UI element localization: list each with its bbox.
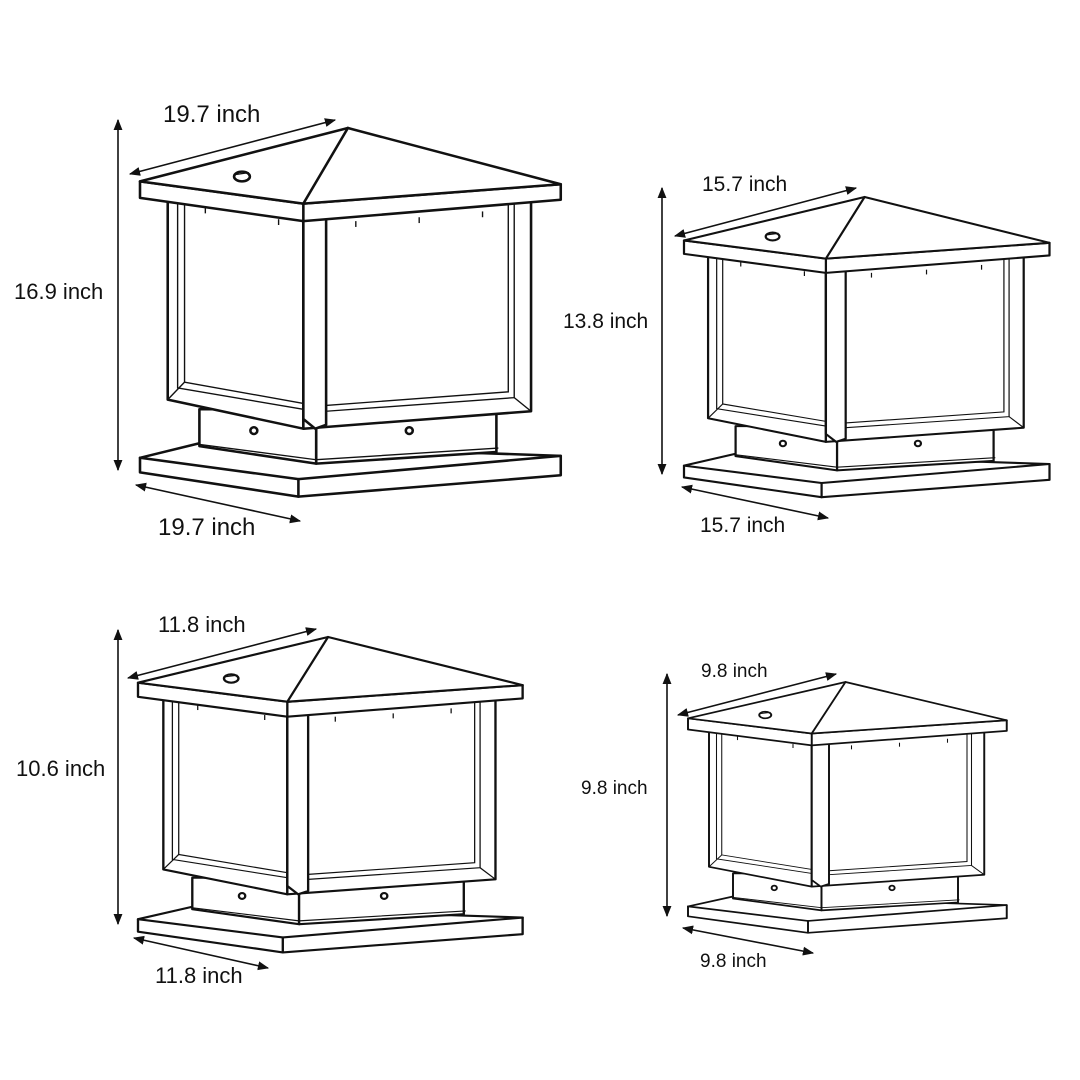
height-label: 13.8 inch: [563, 310, 648, 333]
top-width-arrow: [128, 118, 337, 176]
lamp-small: 9.8 inch 9.8 inch 9.8 inch: [581, 661, 1008, 972]
base-width-label: 19.7 inch: [158, 514, 255, 541]
lamp-drawing: [136, 635, 524, 954]
lamp-medium: 11.8 inch 10.6 inch 11.8 inch: [16, 612, 524, 988]
lamp-large: 19.7 inch 16.9 inch 19.7 inch: [14, 101, 563, 541]
base-width-label: 9.8 inch: [700, 951, 767, 972]
top-width-arrow: [676, 672, 838, 717]
lamp-medium-large: 15.7 inch 13.8 inch 15.7 inch: [563, 173, 1051, 537]
base-width-arrow: [132, 935, 270, 971]
base-width-arrow: [134, 482, 302, 524]
base-width-arrow: [681, 925, 815, 956]
top-width-arrow: [673, 186, 858, 238]
height-label: 16.9 inch: [14, 279, 103, 304]
top-width-label: 11.8 inch: [158, 612, 246, 637]
top-width-label: 19.7 inch: [163, 101, 260, 128]
top-width-label: 15.7 inch: [702, 173, 787, 196]
base-width-arrow: [680, 484, 830, 521]
lamp-drawing: [138, 126, 563, 498]
lamp-drawing: [682, 195, 1051, 499]
lamp-drawing: [687, 681, 1008, 934]
base-width-label: 11.8 inch: [155, 963, 243, 988]
base-width-label: 15.7 inch: [700, 514, 785, 537]
top-width-label: 9.8 inch: [701, 661, 768, 682]
height-label: 10.6 inch: [16, 756, 105, 781]
top-width-arrow: [126, 627, 318, 680]
height-label: 9.8 inch: [581, 778, 648, 799]
